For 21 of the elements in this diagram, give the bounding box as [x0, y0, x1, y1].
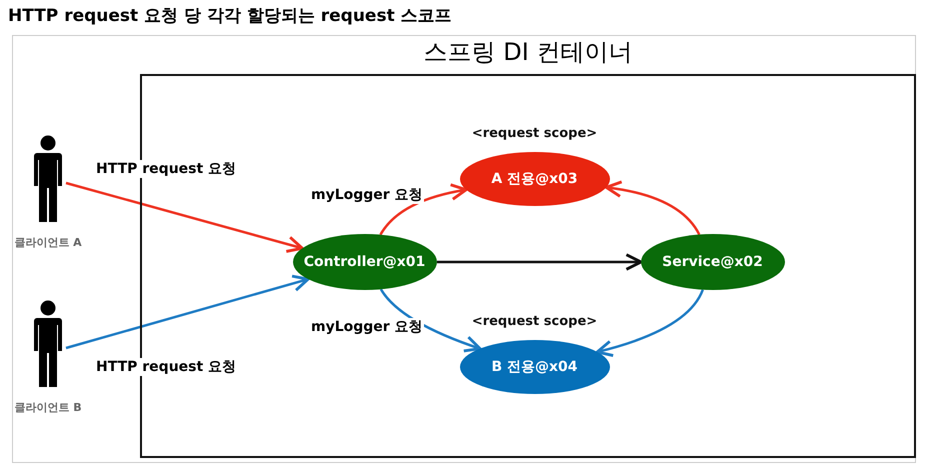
diagram-title: HTTP request 요청 당 각각 할당되는 request 스코프: [8, 5, 452, 27]
container-heading: 스프링 DI 컨테이너: [422, 37, 634, 68]
edge-label: HTTP request 요청: [95, 358, 238, 376]
arrow: [66, 182, 304, 253]
arrow: [380, 288, 482, 352]
bean-label: Service@x02: [662, 254, 763, 270]
client-label: 클라이언트 B: [14, 400, 82, 415]
bean-label: Controller@x01: [304, 254, 426, 270]
edge-label: HTTP request 요청: [95, 160, 238, 178]
client-label: 클라이언트 A: [14, 235, 82, 250]
edge-label: myLogger 요청: [310, 186, 424, 204]
edge-label: myLogger 요청: [310, 318, 424, 336]
arrow: [379, 184, 468, 236]
arrow: [437, 253, 642, 271]
arrow: [596, 289, 704, 357]
arrow: [604, 180, 700, 236]
bean-label: B 전용@x04: [491, 358, 578, 376]
arrow: [66, 274, 310, 350]
scope-label: <request scope>: [472, 314, 598, 328]
bean-label: A 전용@x03: [491, 170, 578, 188]
scope-label: <request scope>: [472, 126, 598, 140]
